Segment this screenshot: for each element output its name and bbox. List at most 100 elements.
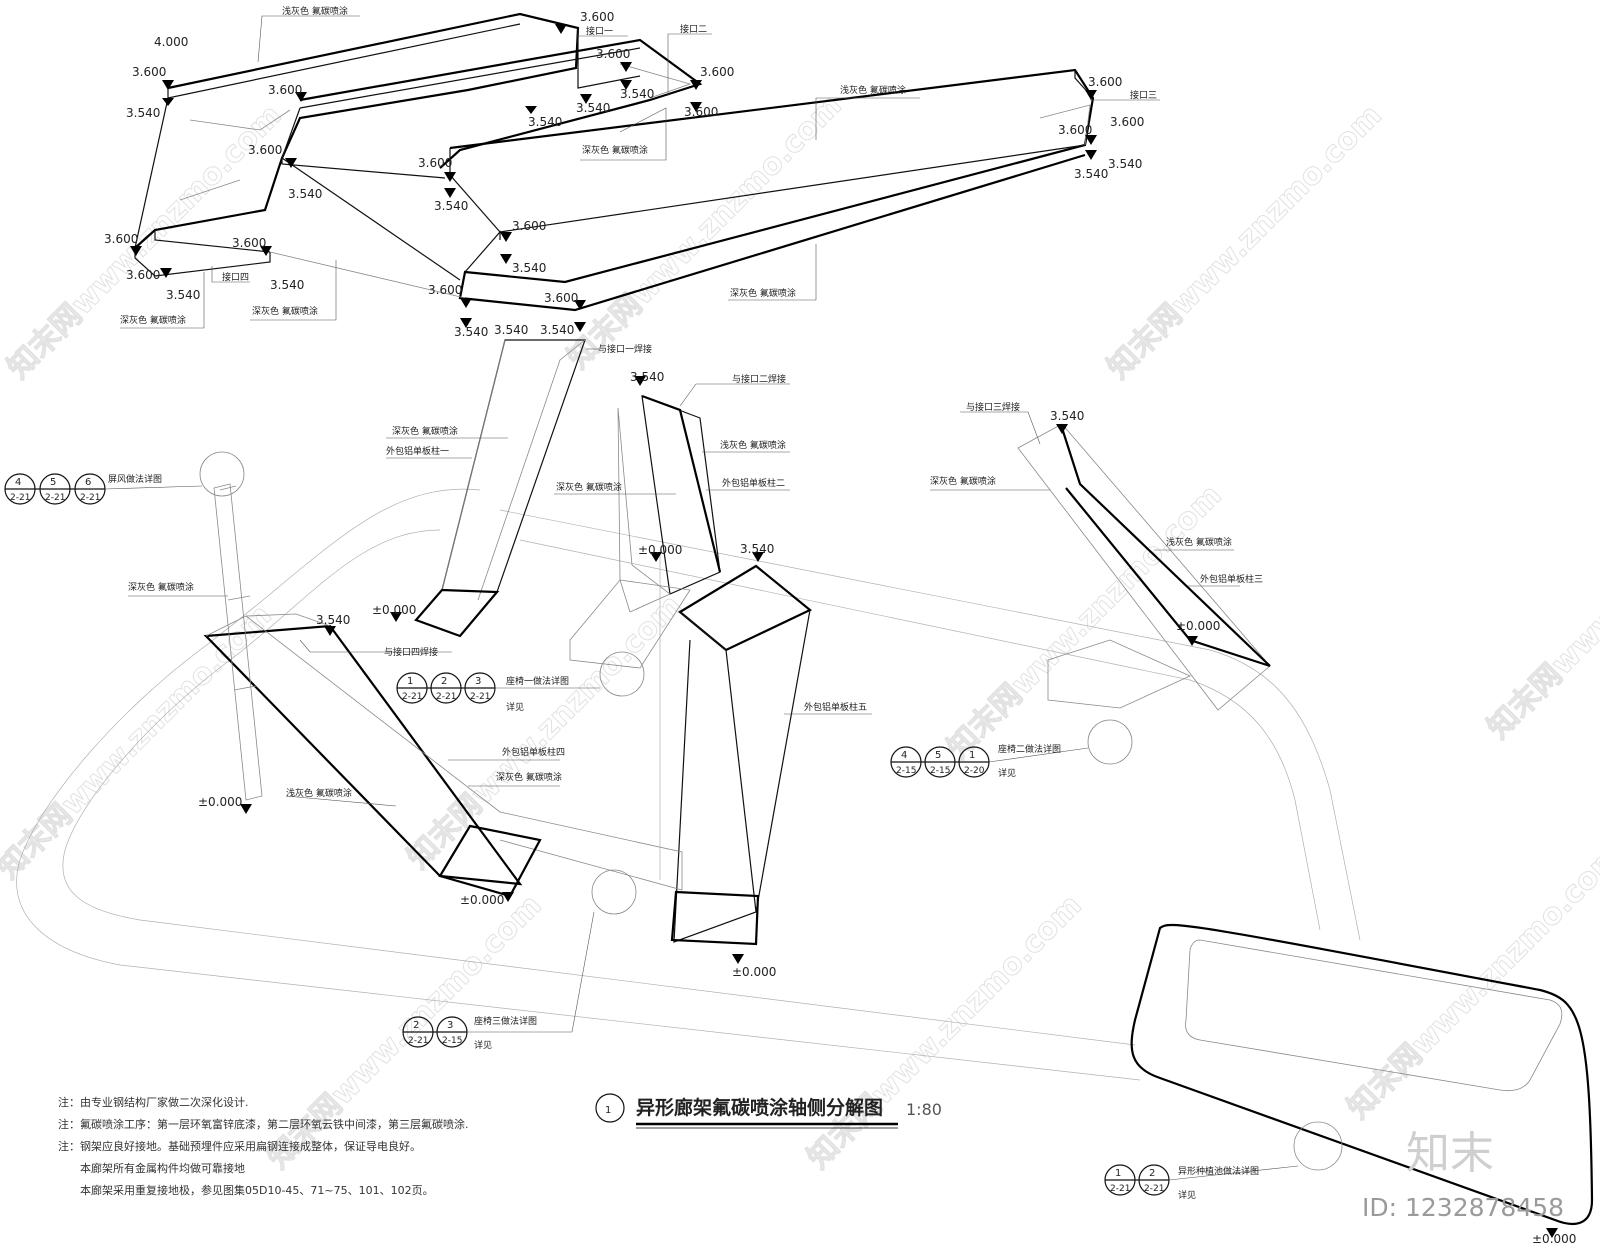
note-line: 注：钢架应良好接地。基础预埋件应采用扁钢连接成整体，保证导电良好。 xyxy=(58,1139,421,1153)
column-four: 3.540 ±0.000 与接口四焊接 外包铝单板柱四 深灰色 氟碳喷涂 浅灰色… xyxy=(203,613,683,907)
watermark-layer: 知末网www.znzmo.com 知末网www.znzmo.com 知末网www… xyxy=(0,87,1600,1176)
ref-number: 5 xyxy=(935,750,941,761)
callout-label: 详见 xyxy=(474,1039,492,1051)
elevation-label: 3.600 xyxy=(580,10,614,24)
title-text: 异形廊架氟碳喷涂轴侧分解图 xyxy=(636,1096,883,1119)
elevation-marker xyxy=(620,62,632,90)
callout-label: 深灰色 氟碳喷涂 xyxy=(392,425,458,437)
callout-label: 屏风做法详图 xyxy=(108,473,162,485)
elevation-label: 3.540 xyxy=(494,323,528,337)
ref-number: 4 xyxy=(901,750,907,761)
note-line: 注：氟碳喷涂工序：第一层环氧富锌底漆，第二层环氧云铁中间漆，第三层氟碳喷涂. xyxy=(58,1117,469,1131)
ref-sheet: 2-21 xyxy=(408,1036,428,1046)
ref-bench1: 1 2 3 2-21 2-21 2-21 座椅一做法详图 详见 xyxy=(396,672,600,713)
elevation-label: 3.540 xyxy=(512,261,546,275)
elevation-label: 3.600 xyxy=(132,65,166,79)
callout-label: 接口四 xyxy=(222,271,249,283)
canopy-frame xyxy=(134,12,1095,312)
brand-logo: 知末 xyxy=(1406,1128,1494,1179)
drawing-title: 1 异形廊架氟碳喷涂轴侧分解图 1:80 xyxy=(595,1093,942,1129)
callout-label: 深灰色 氟碳喷涂 xyxy=(730,287,796,299)
elevation-marker xyxy=(130,246,172,278)
callout-label: 深灰色 氟碳喷涂 xyxy=(582,144,648,156)
ref-number: 1 xyxy=(407,676,413,687)
ref-number: 1 xyxy=(1115,1168,1121,1179)
elevation-label: 3.600 xyxy=(1088,75,1122,89)
callout-label: 深灰色 氟碳喷涂 xyxy=(556,481,622,493)
elevation-label: 3.540 xyxy=(540,323,574,337)
callout-label: 接口三 xyxy=(1130,89,1157,101)
detail-circles xyxy=(199,451,1343,1171)
callout-label: 异形种植池做法详图 xyxy=(1178,1165,1259,1177)
callout-label: 接口二 xyxy=(680,23,707,35)
elevation-label: 3.540 xyxy=(630,370,664,384)
callout-label: 深灰色 氟碳喷涂 xyxy=(252,305,318,317)
elevation-label: 3.540 xyxy=(1074,167,1108,181)
callout-label: 浅灰色 氟碳喷涂 xyxy=(1166,536,1232,548)
elevation-label: 3.540 xyxy=(316,613,350,627)
ref-sheet: 2-15 xyxy=(896,766,916,776)
elevation-marker xyxy=(460,298,472,328)
elevation-label: ±0.000 xyxy=(460,893,504,907)
ref-sheet: 2-21 xyxy=(10,493,30,503)
ref-sheet: 2-21 xyxy=(402,692,422,702)
ref-sheet: 2-21 xyxy=(470,692,490,702)
elevation-label: 3.600 xyxy=(126,268,160,282)
callout-label: 详见 xyxy=(998,767,1016,779)
elevation-marker xyxy=(285,92,307,168)
elevation-label: 3.600 xyxy=(544,291,578,305)
elevation-marker xyxy=(260,246,272,256)
elevation-marker xyxy=(525,24,567,114)
ref-sheet: 2-21 xyxy=(1110,1184,1130,1194)
callout-label: 浅灰色 氟碳喷涂 xyxy=(840,84,906,96)
elevation-marker xyxy=(500,232,512,264)
elevation-marker xyxy=(444,172,456,198)
callout-label: 详见 xyxy=(1178,1189,1196,1201)
ground-path xyxy=(16,488,1361,1081)
elevation-label: 3.540 xyxy=(740,542,774,556)
ref-sheet: 2-20 xyxy=(964,766,985,776)
elevation-label: 3.600 xyxy=(1110,115,1144,129)
elevation-label: 3.540 xyxy=(1050,409,1084,423)
ref-number: 6 xyxy=(85,477,91,488)
ref-number: 5 xyxy=(50,477,56,488)
elevation-label: 4.000 xyxy=(154,35,188,49)
note-line: 本廊架采用重复接地极，参见图集05D10-45、71~75、101、102页。 xyxy=(80,1183,434,1197)
callout-label: 与接口二焊接 xyxy=(732,373,786,385)
ref-number: 3 xyxy=(447,1020,453,1031)
callout-label: 与接口四焊接 xyxy=(384,646,438,658)
ref-sheet: 2-15 xyxy=(930,766,950,776)
watermark-text: 知末网www.znzmo.com xyxy=(561,88,849,376)
elevation-label: 3.540 xyxy=(528,115,562,129)
callout-label: 外包铝单板柱四 xyxy=(502,746,565,758)
elevation-label: 3.600 xyxy=(248,143,282,157)
brand-mark: 知末 ID: 1232878458 xyxy=(1362,1128,1564,1222)
elevation-label: ±0.000 xyxy=(372,603,416,617)
elevation-label: 3.540 xyxy=(1108,157,1142,171)
elevation-label: 3.540 xyxy=(126,106,160,120)
ref-number: 1 xyxy=(969,750,975,761)
ref-number: 2 xyxy=(1149,1168,1155,1179)
elevation-marker xyxy=(574,300,586,332)
callout-label: 深灰色 氟碳喷涂 xyxy=(930,475,996,487)
callout-label: 浅灰色 氟碳喷涂 xyxy=(286,787,352,799)
elevation-label: 3.600 xyxy=(418,156,452,170)
column-three: 3.540 ±0.000 与接口三焊接 深灰色 氟碳喷涂 浅灰色 氟碳喷涂 外包… xyxy=(930,401,1271,711)
callout-label: 深灰色 氟碳喷涂 xyxy=(120,314,186,326)
elevation-marker xyxy=(162,80,174,106)
callout-label: 外包铝单板柱二 xyxy=(722,477,785,489)
ref-sheet: 2-15 xyxy=(442,1036,462,1046)
ref-sheet: 2-21 xyxy=(45,493,65,503)
planter: ±0.000 xyxy=(1130,923,1594,1245)
elevation-label: 3.600 xyxy=(1058,123,1092,137)
callout-label: 座椅二做法详图 xyxy=(998,743,1061,755)
elevation-label: 3.540 xyxy=(576,101,610,115)
elevation-label: 3.540 xyxy=(288,187,322,201)
elevation-label: 3.540 xyxy=(434,199,468,213)
elevation-label: 3.600 xyxy=(428,283,462,297)
ref-sheet: 2-21 xyxy=(436,692,456,702)
elevation-label: 3.540 xyxy=(166,288,200,302)
callout-label: 外包铝单板柱一 xyxy=(386,445,449,457)
title-scale: 1:80 xyxy=(906,1100,942,1119)
